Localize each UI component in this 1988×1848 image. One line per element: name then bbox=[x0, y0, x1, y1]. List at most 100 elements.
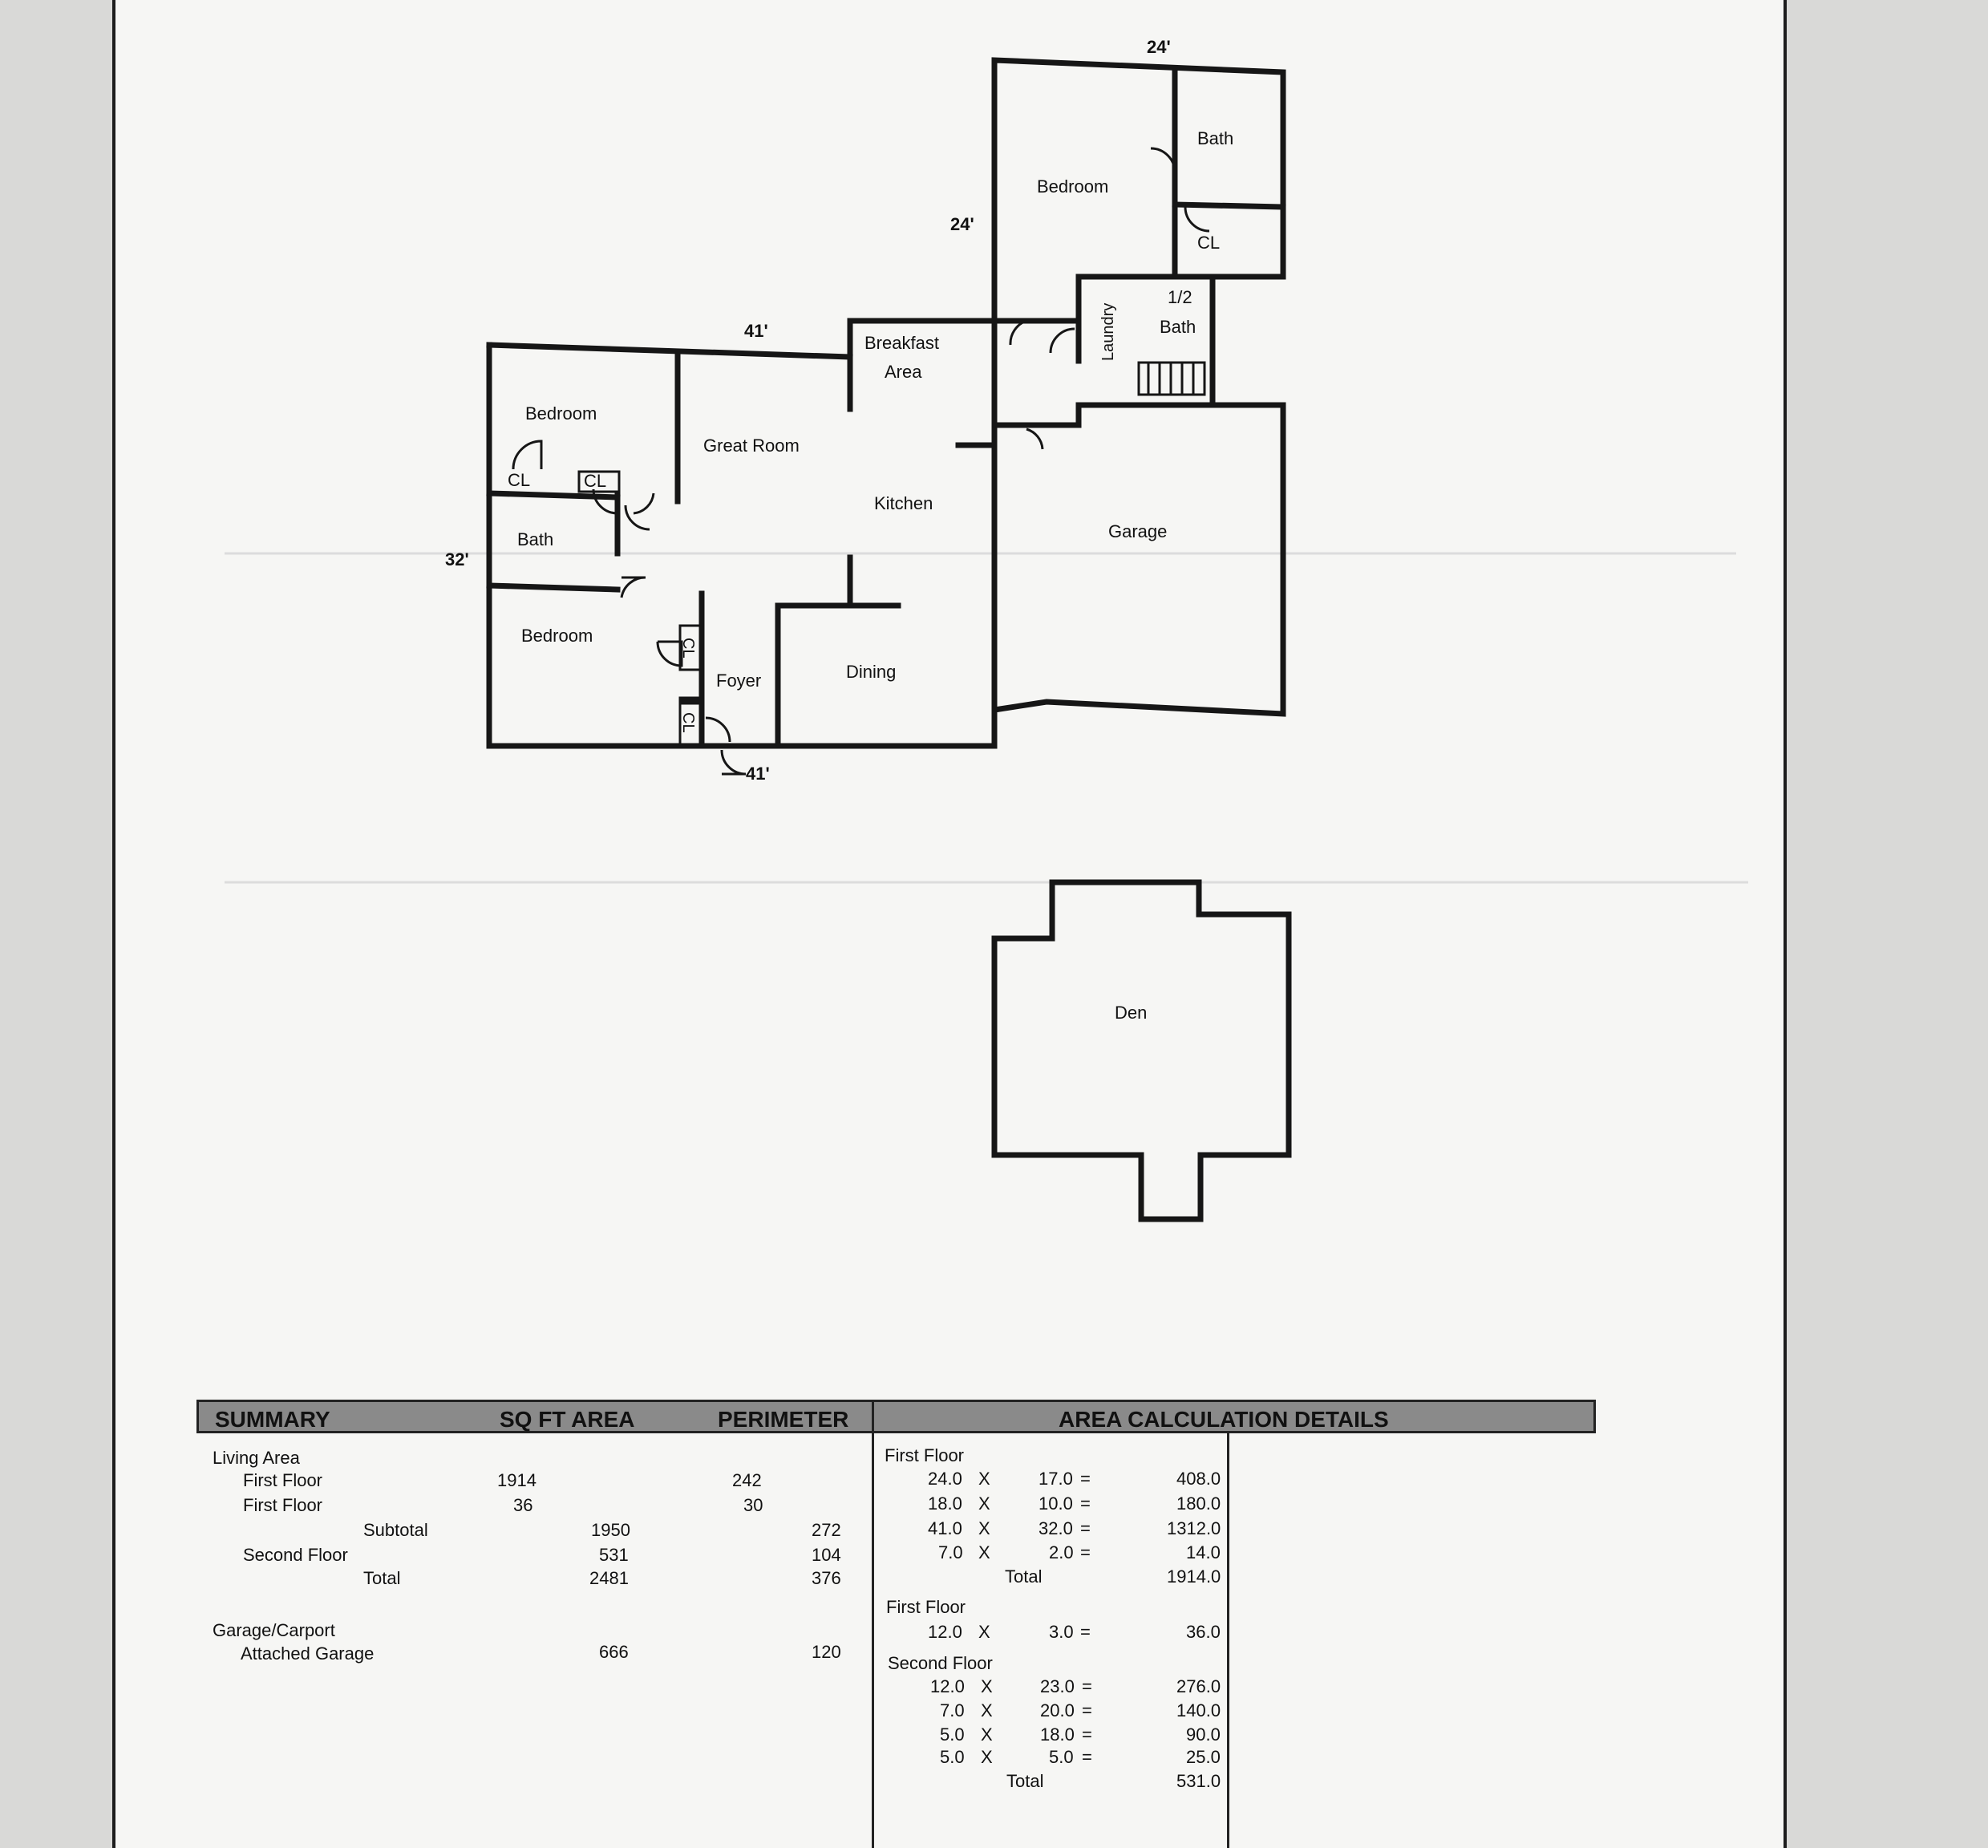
attached-garage-area: 666 bbox=[599, 1642, 629, 1662]
calc-result: 90.0 bbox=[1186, 1724, 1221, 1745]
label-bedroom-1: Bedroom bbox=[525, 403, 597, 424]
label-den: Den bbox=[1115, 1003, 1147, 1023]
first-floor-perimeter-2: 30 bbox=[743, 1495, 763, 1515]
calc-equals: = bbox=[1082, 1724, 1092, 1745]
label-breakfast-1: Breakfast bbox=[864, 333, 939, 353]
first-floor-area-1: 1914 bbox=[497, 1470, 536, 1490]
total-perimeter: 376 bbox=[812, 1568, 841, 1588]
calc-value-b: 20.0 bbox=[1040, 1700, 1075, 1720]
attached-garage-perimeter: 120 bbox=[812, 1642, 841, 1662]
calc-equals: = bbox=[1080, 1469, 1091, 1489]
total-area: 2481 bbox=[589, 1568, 629, 1588]
calc-multiply: X bbox=[981, 1724, 993, 1745]
calc-result: 276.0 bbox=[1176, 1676, 1221, 1696]
first-floor-perimeter-1: 242 bbox=[732, 1470, 762, 1490]
dim-right-wing-depth: 24' bbox=[950, 214, 974, 234]
calc-value-a: 7.0 bbox=[938, 1542, 963, 1562]
label-kitchen: Kitchen bbox=[874, 493, 933, 513]
label-foyer: Foyer bbox=[716, 671, 761, 691]
details-group3-total-label: Total bbox=[1006, 1771, 1044, 1791]
calc-equals: = bbox=[1082, 1747, 1092, 1767]
upper-right-wing bbox=[991, 57, 1286, 404]
dim-main-top: 41' bbox=[744, 321, 768, 341]
second-floor-perimeter: 104 bbox=[812, 1545, 841, 1565]
details-group1-title: First Floor bbox=[885, 1445, 964, 1465]
calc-result: 25.0 bbox=[1186, 1747, 1221, 1767]
den-walls bbox=[991, 879, 1292, 1222]
dim-main-bottom: 41' bbox=[746, 764, 770, 784]
calc-multiply: X bbox=[978, 1493, 990, 1514]
details-group3-total: 531.0 bbox=[1176, 1771, 1221, 1791]
calc-result: 14.0 bbox=[1186, 1542, 1221, 1562]
details-group3-title: Second Floor bbox=[888, 1653, 993, 1673]
label-breakfast-2: Area bbox=[885, 362, 922, 382]
calc-value-b: 23.0 bbox=[1040, 1676, 1075, 1696]
label-half-bath-bottom: Bath bbox=[1160, 317, 1196, 337]
calc-value-b: 3.0 bbox=[1049, 1622, 1074, 1642]
calc-value-a: 12.0 bbox=[930, 1676, 965, 1696]
living-area-label: Living Area bbox=[213, 1448, 300, 1468]
calc-multiply: X bbox=[981, 1700, 993, 1720]
subtotal-perimeter: 272 bbox=[812, 1520, 841, 1540]
label-dining: Dining bbox=[846, 662, 896, 682]
first-floor-area-2: 36 bbox=[513, 1495, 533, 1515]
calc-value-b: 2.0 bbox=[1049, 1542, 1074, 1562]
table-divider-1 bbox=[872, 1400, 874, 1848]
summary-table: SUMMARY SQ FT AREA PERIMETER AREA CALCUL… bbox=[196, 1400, 1596, 1848]
calc-value-b: 32.0 bbox=[1039, 1518, 1073, 1538]
calc-multiply: X bbox=[978, 1542, 990, 1562]
calc-value-a: 5.0 bbox=[940, 1747, 965, 1767]
second-floor-area: 531 bbox=[599, 1545, 629, 1565]
subtotal-area: 1950 bbox=[591, 1520, 630, 1540]
header-sqft-area: SQ FT AREA bbox=[500, 1407, 635, 1432]
calc-equals: = bbox=[1080, 1622, 1091, 1642]
label-bath-left: Bath bbox=[517, 529, 553, 549]
label-closet-2: CL bbox=[584, 471, 606, 491]
calc-equals: = bbox=[1080, 1542, 1091, 1562]
details-group1-total: 1914.0 bbox=[1167, 1566, 1221, 1587]
label-laundry: Laundry bbox=[1099, 303, 1117, 361]
calc-multiply: X bbox=[978, 1622, 990, 1642]
background-show-through bbox=[225, 552, 1748, 884]
main-house-walls bbox=[486, 318, 1286, 776]
label-closet-4: CL bbox=[679, 712, 697, 733]
calc-value-a: 12.0 bbox=[928, 1622, 962, 1642]
dim-main-left: 32' bbox=[445, 549, 469, 569]
table-divider-2 bbox=[1227, 1432, 1229, 1848]
second-floor-label: Second Floor bbox=[243, 1545, 348, 1565]
label-great-room: Great Room bbox=[703, 436, 800, 456]
floor-plan: 24' 24' 41' 32' 41' Bath Bedroom CL 1/2 … bbox=[225, 37, 1748, 1222]
attached-garage-label: Attached Garage bbox=[241, 1643, 375, 1664]
label-garage: Garage bbox=[1108, 521, 1167, 541]
dim-top-right: 24' bbox=[1147, 37, 1171, 57]
calc-value-a: 41.0 bbox=[928, 1518, 962, 1538]
details-group2-title: First Floor bbox=[886, 1597, 966, 1617]
calc-value-b: 17.0 bbox=[1039, 1469, 1073, 1489]
calc-equals: = bbox=[1082, 1700, 1092, 1720]
calc-value-b: 5.0 bbox=[1049, 1747, 1074, 1767]
calc-multiply: X bbox=[981, 1676, 993, 1696]
label-bedroom-2: Bedroom bbox=[521, 626, 593, 646]
calc-value-b: 18.0 bbox=[1040, 1724, 1075, 1745]
calc-value-a: 24.0 bbox=[928, 1469, 962, 1489]
label-bedroom-upper: Bedroom bbox=[1037, 176, 1108, 197]
calc-result: 408.0 bbox=[1176, 1469, 1221, 1489]
first-floor-label-1: First Floor bbox=[243, 1470, 322, 1490]
subtotal-label: Subtotal bbox=[363, 1520, 428, 1540]
details-group1-total-label: Total bbox=[1005, 1566, 1043, 1587]
calc-result: 180.0 bbox=[1176, 1493, 1221, 1514]
total-label: Total bbox=[363, 1568, 401, 1588]
document-sheet bbox=[112, 0, 1787, 1848]
calc-multiply: X bbox=[981, 1747, 993, 1767]
calc-multiply: X bbox=[978, 1518, 990, 1538]
calc-result: 140.0 bbox=[1176, 1700, 1221, 1720]
calc-value-a: 18.0 bbox=[928, 1493, 962, 1514]
header-area-calculation-details: AREA CALCULATION DETAILS bbox=[1059, 1407, 1389, 1432]
header-summary: SUMMARY bbox=[215, 1407, 330, 1432]
calc-value-b: 10.0 bbox=[1039, 1493, 1073, 1514]
calc-result: 36.0 bbox=[1186, 1622, 1221, 1642]
calc-equals: = bbox=[1080, 1518, 1091, 1538]
label-bath-upper: Bath bbox=[1197, 128, 1233, 148]
calc-equals: = bbox=[1082, 1676, 1092, 1696]
calc-multiply: X bbox=[978, 1469, 990, 1489]
